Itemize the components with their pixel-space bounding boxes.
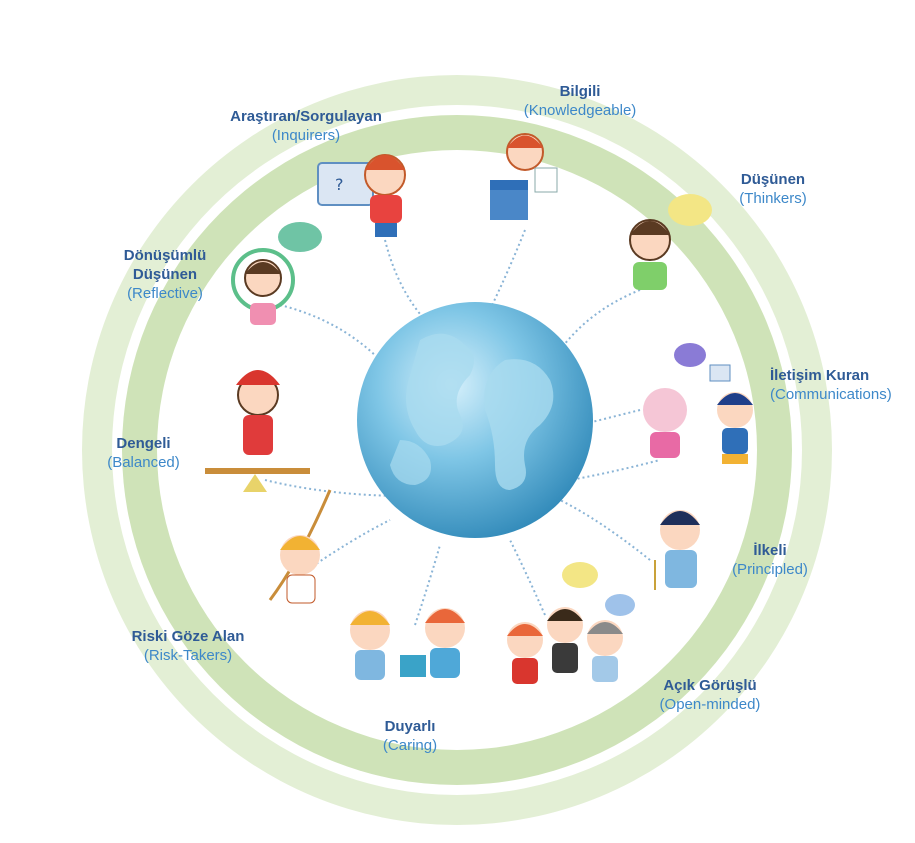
connector-communicators <box>559 409 641 431</box>
character-knowledgeable-figure <box>490 133 558 220</box>
label-knowledgeable-turkish: Bilgili <box>559 83 601 100</box>
globe-icon <box>357 302 593 538</box>
character-communicators-figure <box>643 343 753 464</box>
label-inquirers-english: (Inquirers) <box>271 127 341 144</box>
label-thinkers-turkish: Düşünen <box>740 171 806 188</box>
label-risk-takers: Riski Göze Alan (Risk-Takers) <box>108 627 268 665</box>
character-thinkers-figure <box>629 194 712 290</box>
connector-thinkers <box>559 289 641 351</box>
character-risk-takers-figure <box>268 489 332 604</box>
label-risk-takers-english: (Risk-Takers) <box>143 647 233 664</box>
label-caring-turkish: Duyarlı <box>384 718 436 735</box>
character-open-minded-figure <box>507 562 635 684</box>
character-balanced-figure <box>205 370 310 492</box>
label-communicators: İletişim Kuran (Communications) <box>770 366 915 404</box>
character-reflective-figure <box>231 222 322 325</box>
label-reflective: Dönüşümlü Düşünen (Reflective) <box>105 246 225 303</box>
label-open-minded-turkish: Açık Görüşlü <box>663 677 757 694</box>
character-principled-figure <box>654 510 700 590</box>
label-inquirers: Araştıran/Sorgulayan (Inquirers) <box>196 107 416 145</box>
continent-shape <box>406 333 474 446</box>
label-knowledgeable: Bilgili (Knowledgeable) <box>500 82 660 120</box>
connector-balanced <box>264 459 661 497</box>
connector-caring <box>414 544 441 626</box>
connector-open-minded <box>509 539 546 616</box>
label-communicators-english: (Communications) <box>770 386 892 403</box>
label-thinkers: Düşünen (Thinkers) <box>718 170 828 208</box>
label-caring: Duyarlı (Caring) <box>360 717 460 755</box>
character-caring-figure <box>350 608 465 680</box>
label-principled-turkish: İlkeli <box>753 542 787 559</box>
label-risk-takers-turkish: Riski Göze Alan <box>131 628 245 645</box>
continent-shape <box>484 359 554 490</box>
label-open-minded-english: (Open-minded) <box>659 696 761 713</box>
label-reflective-turkish: Dönüşümlü Düşünen <box>123 247 207 283</box>
label-knowledgeable-english: (Knowledgeable) <box>523 102 637 119</box>
label-balanced-turkish: Dengeli <box>116 435 171 452</box>
label-balanced-english: (Balanced) <box>107 454 180 471</box>
label-communicators-turkish: İletişim Kuran <box>770 367 870 384</box>
connector-knowledgeable <box>479 229 526 331</box>
label-open-minded: Açık Görüşlü (Open-minded) <box>630 676 790 714</box>
label-reflective-english: (Reflective) <box>127 285 203 302</box>
character-inquirers-figure: ? <box>317 154 406 237</box>
label-balanced: Dengeli (Balanced) <box>86 434 201 472</box>
label-thinkers-english: (Thinkers) <box>739 190 807 207</box>
label-principled: İlkeli (Principled) <box>720 541 820 579</box>
label-inquirers-turkish: Araştıran/Sorgulayan <box>230 108 382 125</box>
label-principled-english: (Principled) <box>732 561 808 578</box>
svg-text:?: ? <box>335 175 344 194</box>
continent-shape <box>390 440 431 485</box>
connector-risk-takers <box>299 519 391 576</box>
label-caring-english: (Caring) <box>382 737 438 754</box>
